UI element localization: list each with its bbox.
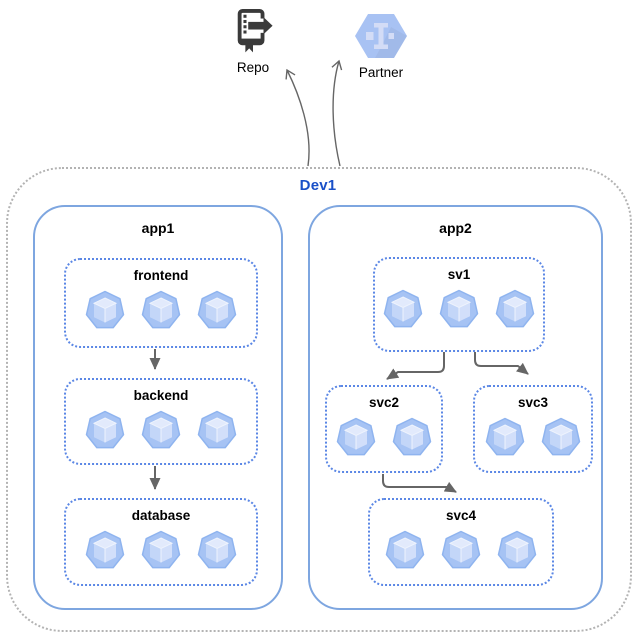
frontend-label: frontend [133,268,189,283]
pod-icon [197,290,237,329]
pod-icon [197,410,237,449]
edge-dev1-repo [285,68,310,167]
service-sv1[interactable]: sv1 [373,257,545,352]
pod-icon [141,530,181,569]
pod-icon [85,410,125,449]
database-label: database [131,508,191,523]
external-node-partner[interactable]: Partner [348,13,414,80]
group-app1[interactable]: app1 [33,205,283,610]
service-svc3[interactable]: svc3 [473,385,593,473]
pod-icon [495,289,535,328]
database-pods [85,530,237,570]
svc3-pods [485,417,581,457]
external-node-repo[interactable]: Repo [220,6,286,75]
service-backend[interactable]: backend [64,378,258,465]
pod-icon [141,290,181,329]
svc4-label: svc4 [445,508,477,523]
group-app2[interactable]: app2 [308,205,603,610]
pod-icon [336,417,376,456]
service-svc4[interactable]: svc4 [368,498,554,586]
svc2-pods [336,417,432,457]
pod-icon [385,530,425,569]
service-svc2[interactable]: svc2 [325,385,443,473]
app2-label: app2 [439,220,472,236]
pod-icon [485,417,525,456]
partner-hexagon-icon [355,14,407,58]
pod-icon [497,530,537,569]
svc3-label: svc3 [517,395,549,410]
pod-icon [141,410,181,449]
frontend-pods [85,290,237,330]
svc4-pods [385,530,537,570]
pod-icon [392,417,432,456]
pod-icon [441,530,481,569]
source-repository-icon [237,9,273,53]
service-frontend[interactable]: frontend [64,258,258,348]
pod-icon [541,417,581,456]
service-database[interactable]: database [64,498,258,586]
repo-label: Repo [236,60,270,75]
pod-icon [85,290,125,329]
sv1-pods [383,289,535,329]
partner-label: Partner [358,65,404,80]
pod-icon [439,289,479,328]
app1-label: app1 [141,220,175,236]
svc2-label: svc2 [368,395,400,410]
backend-label: backend [133,388,189,403]
edge-dev1-partner [331,59,343,167]
pod-icon [383,289,423,328]
pod-icon [197,530,237,569]
backend-pods [85,410,237,450]
dev1-label: Dev1 [299,177,337,194]
pod-icon [85,530,125,569]
dev1-boundary [6,167,632,632]
sv1-label: sv1 [447,267,471,282]
